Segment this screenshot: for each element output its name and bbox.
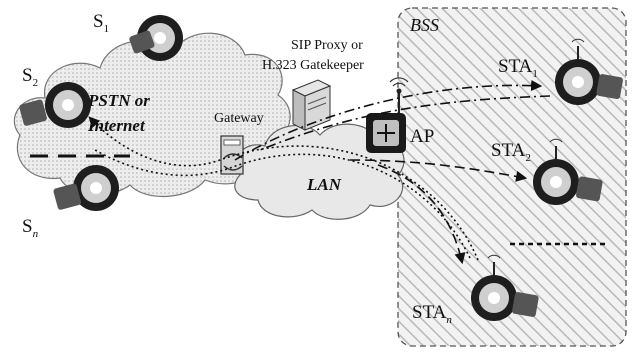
pstn-label-line1: PSTN or [87, 91, 150, 110]
path-from-stan-2 [94, 149, 471, 259]
phone-sn-icon [53, 165, 119, 211]
phone-s1-icon [129, 15, 183, 61]
phone-s2-icon [19, 82, 91, 128]
gateway-icon [220, 135, 244, 175]
gateway-label: Gateway [214, 111, 264, 126]
wired-phones [19, 15, 183, 211]
path-to-sta2 [349, 159, 528, 182]
lan-label: LAN [306, 175, 342, 194]
station-sta2-icon [533, 138, 603, 205]
signal-paths [88, 79, 551, 265]
bss-label: BSS [410, 15, 439, 35]
ap-label: AP [410, 126, 434, 147]
proxy-label-line1: SIP Proxy or [291, 38, 363, 53]
lan-cloud [234, 123, 405, 220]
station-stan-label: STAn [412, 302, 452, 326]
station-sta1-label: STA1 [498, 56, 538, 80]
station-sta1-icon [555, 38, 623, 105]
wireless-stations [471, 38, 623, 321]
access-point-icon [366, 77, 409, 153]
path-to-sta1 [234, 79, 543, 161]
phone-s2-label: S2 [22, 65, 38, 89]
path-to-stan [377, 164, 466, 265]
station-sta2-label: STA2 [491, 140, 531, 164]
path-from-stan [88, 116, 479, 261]
server-icon [291, 79, 332, 131]
phone-sn-label: Sn [22, 216, 39, 240]
proxy-label-line2: H.323 Gatekeeper [262, 58, 364, 73]
phone-s1-label: S1 [93, 11, 109, 35]
path-from-sta1 [259, 95, 551, 151]
pstn-label-line2: Internet [87, 116, 146, 135]
station-stan-icon [471, 254, 539, 321]
